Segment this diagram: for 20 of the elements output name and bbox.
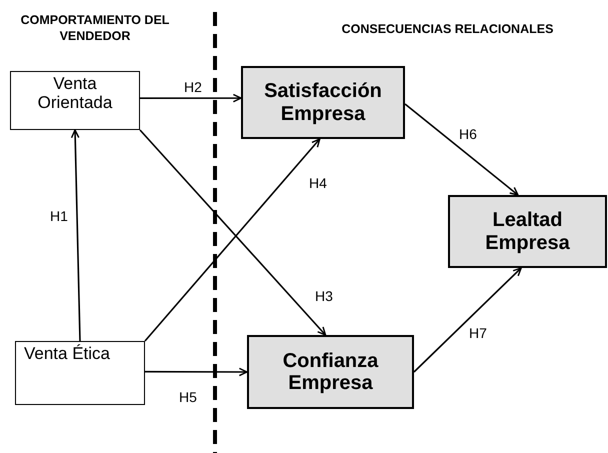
node-label: Lealtad Empresa [484, 209, 571, 254]
section-heading: COMPORTAMIENTO DEL VENDEDOR [20, 12, 170, 44]
node-label: Satisfacción Empresa [263, 80, 383, 125]
arrow [145, 368, 248, 376]
arrow [404, 103, 519, 196]
edge-label: H3 [314, 289, 334, 304]
node-label: Venta Ética [24, 344, 110, 364]
variable-box [15, 341, 145, 405]
edge-label: H6 [458, 127, 478, 142]
node-label: Confianza Empresa [282, 350, 380, 394]
arrow [70, 129, 81, 342]
variable-box [247, 335, 414, 409]
node-label: Venta Orientada [36, 74, 114, 112]
variable-box [10, 71, 140, 130]
edge-label: H5 [178, 390, 198, 406]
section-heading: CONSECUENCIAS RELACIONALES [340, 21, 554, 38]
variable-box [448, 195, 607, 268]
arrow [140, 94, 242, 102]
variable-box [241, 66, 405, 139]
arrow [413, 267, 522, 373]
